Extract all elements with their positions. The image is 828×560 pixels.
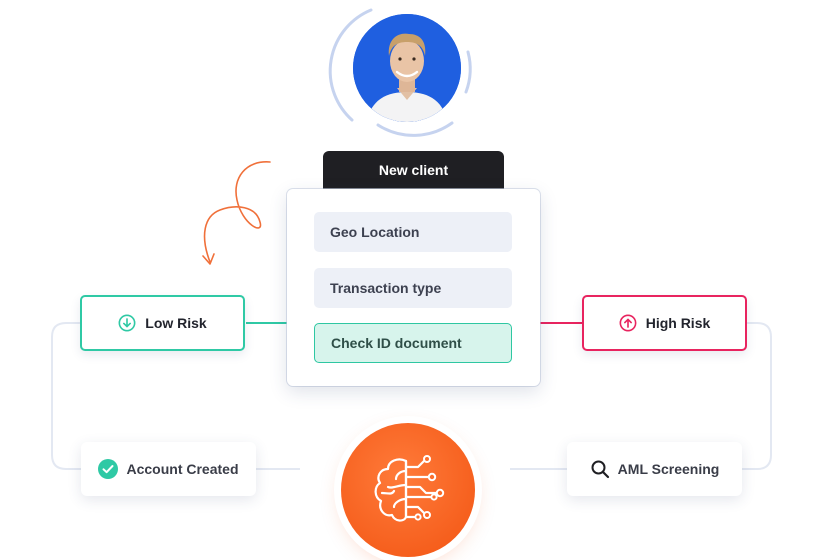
client-checks-card: Geo Location Transaction type Check ID d… — [287, 189, 540, 386]
avatar-arc-left — [328, 8, 373, 122]
user-avatar — [353, 14, 461, 122]
link-high-to-aml — [742, 322, 772, 470]
check-geo-location[interactable]: Geo Location — [314, 212, 512, 252]
account-created-label: Account Created — [126, 461, 239, 477]
low-risk-box[interactable]: Low Risk — [80, 295, 245, 351]
new-client-header: New client — [323, 151, 504, 189]
check-circle-icon — [98, 459, 119, 479]
account-created-box[interactable]: Account Created — [81, 442, 256, 496]
ai-engine — [341, 423, 475, 557]
check-transaction-type-label: Transaction type — [330, 280, 442, 296]
arrow-up-circle-icon — [619, 314, 637, 332]
high-risk-box[interactable]: High Risk — [582, 295, 747, 351]
check-id-document-label: Check ID document — [331, 335, 462, 351]
avatar-arc-right — [464, 50, 472, 94]
arrow-down-circle-icon — [118, 314, 136, 332]
new-client-label: New client — [378, 162, 449, 178]
check-geo-location-label: Geo Location — [330, 224, 420, 240]
link-low-to-account — [51, 322, 81, 470]
aml-screening-box[interactable]: AML Screening — [567, 442, 742, 496]
ai-brain-icon — [374, 455, 445, 522]
low-risk-label: Low Risk — [145, 315, 207, 331]
scribble-arrow-head — [202, 253, 215, 265]
scribble-arrow — [203, 161, 271, 263]
avatar-arc-bottom — [376, 121, 454, 137]
check-id-document[interactable]: Check ID document — [314, 323, 512, 363]
client-avatar — [353, 14, 461, 122]
search-icon — [591, 460, 609, 479]
aml-screening-label: AML Screening — [617, 461, 720, 477]
check-transaction-type[interactable]: Transaction type — [314, 268, 512, 308]
high-risk-label: High Risk — [645, 315, 711, 331]
